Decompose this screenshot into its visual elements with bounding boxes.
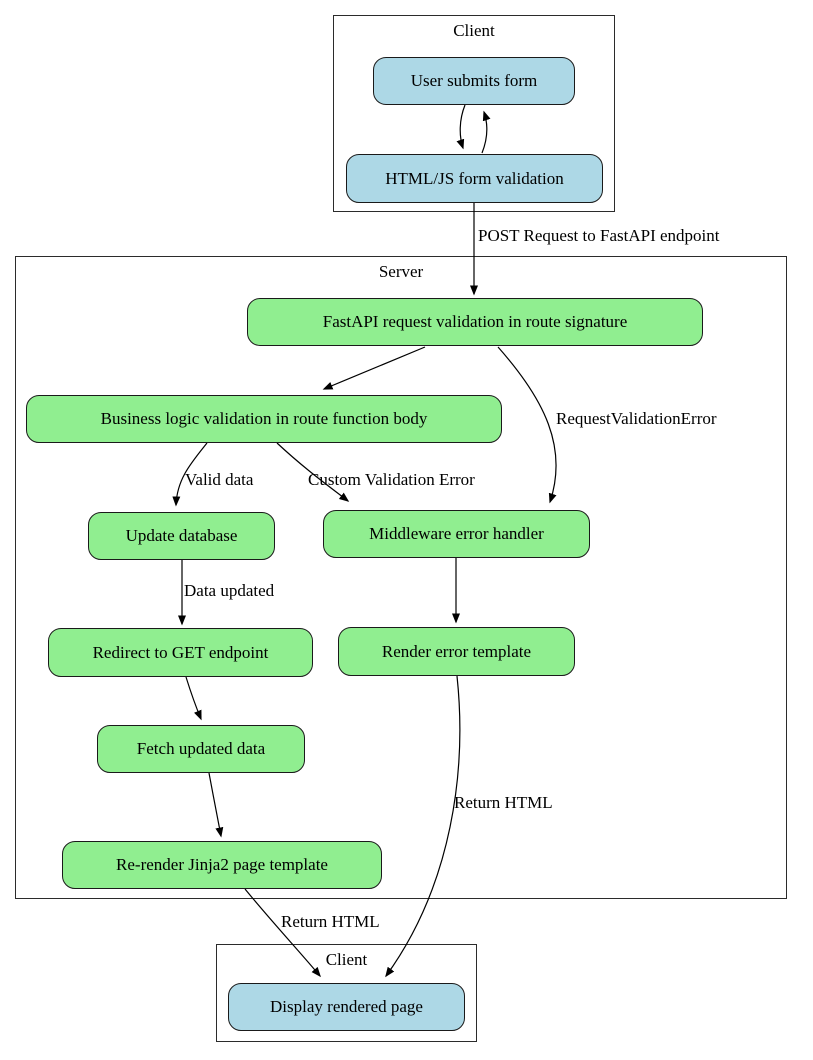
- node-user-submits-form-label: User submits form: [410, 71, 538, 90]
- edge-label-return-html-right: Return HTML: [454, 793, 553, 812]
- cluster-client-top-label: Client: [453, 21, 495, 40]
- node-display-rendered-page: Display rendered page: [228, 983, 465, 1031]
- node-redirect-to-get-endpoint-label: Redirect to GET endpoint: [92, 642, 269, 662]
- node-rerender-jinja2-template: Re-render Jinja2 page template: [62, 841, 382, 889]
- node-update-database-label: Update database: [125, 526, 238, 545]
- node-render-error-template: Render error template: [338, 627, 575, 676]
- node-fastapi-request-validation: FastAPI request validation in route sign…: [247, 298, 703, 346]
- node-middleware-error-handler: Middleware error handler: [323, 510, 590, 558]
- node-fetch-updated-data-label: Fetch updated data: [136, 739, 266, 758]
- node-update-database: Update database: [88, 512, 275, 560]
- cluster-server-label: Server: [378, 262, 424, 281]
- edge-label-custom-validation-error: Custom Validation Error: [308, 470, 475, 489]
- node-business-logic-validation: Business logic validation in route funct…: [26, 395, 502, 443]
- cluster-server: Server: [15, 256, 787, 899]
- cluster-client-bottom: Client: [216, 944, 477, 1042]
- edge-label-valid-data: Valid data: [185, 470, 254, 489]
- node-middleware-error-handler-label: Middleware error handler: [369, 524, 544, 543]
- edge-label-post-request: POST Request to FastAPI endpoint: [478, 226, 720, 245]
- node-business-logic-validation-label: Business logic validation in route funct…: [100, 409, 428, 428]
- cluster-client-bottom-label: Client: [325, 950, 368, 969]
- node-fastapi-request-validation-label: FastAPI request validation in route sign…: [322, 312, 628, 331]
- node-redirect-to-get-endpoint: Redirect to GET endpoint: [48, 628, 313, 677]
- edge-label-return-html-left: Return HTML: [281, 912, 380, 931]
- node-html-js-form-validation: HTML/JS form validation: [346, 154, 603, 203]
- node-render-error-template-label: Render error template: [381, 641, 532, 661]
- edge-label-data-updated: Data updated: [184, 581, 275, 600]
- node-user-submits-form: User submits form: [373, 57, 575, 105]
- node-fetch-updated-data: Fetch updated data: [97, 725, 305, 773]
- node-html-js-form-validation-label: HTML/JS form validation: [385, 168, 564, 188]
- node-display-rendered-page-label: Display rendered page: [270, 997, 423, 1016]
- edge-label-request-validation-error: RequestValidationError: [556, 409, 717, 428]
- node-rerender-jinja2-template-label: Re-render Jinja2 page template: [116, 855, 328, 874]
